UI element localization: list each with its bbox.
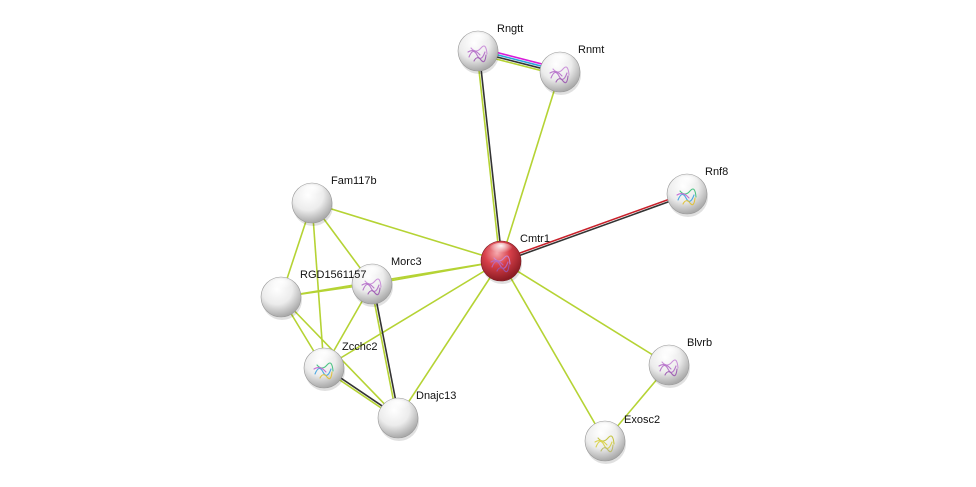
node-highlight [592, 422, 618, 438]
edge-evidence-line [478, 50, 503, 261]
edge-evidence-line [311, 202, 325, 369]
protein-structure-icon [676, 188, 697, 206]
edge-evidence-line [500, 192, 687, 261]
node-highlight [488, 242, 514, 258]
node-label-rnf8: Rnf8 [705, 166, 728, 178]
edge-evidence-line [311, 202, 502, 262]
node-blvrb[interactable]: Blvrb [648, 337, 712, 388]
edge-cmtr1-dnajc13[interactable] [397, 260, 502, 419]
node-highlight [299, 184, 325, 200]
edges-layer [280, 47, 688, 442]
node-zcchc2[interactable]: Zcchc2 [303, 341, 377, 391]
protein-structure-icon [658, 359, 679, 377]
edge-cmtr1-blvrb[interactable] [500, 260, 670, 366]
edge-evidence-line [501, 194, 688, 263]
edge-cmtr1-fam117b[interactable] [311, 202, 502, 262]
node-label-rnmt: Rnmt [578, 44, 604, 56]
node-label-rngtt: Rngtt [497, 23, 523, 35]
edge-rnmt-cmtr1[interactable] [500, 71, 561, 262]
protein-structure-icon [361, 278, 382, 296]
node-highlight [268, 278, 294, 294]
node-label-zcchc2: Zcchc2 [342, 341, 377, 353]
edge-evidence-line [500, 260, 670, 366]
edge-rngtt-cmtr1[interactable] [476, 50, 503, 262]
node-dnajc13[interactable]: Dnajc13 [377, 390, 456, 441]
node-highlight [547, 53, 573, 69]
node-rgd1561157[interactable]: RGD1561157 [260, 269, 366, 320]
node-fam117b[interactable]: Fam117b [291, 175, 377, 226]
node-label-dnajc13: Dnajc13 [416, 390, 456, 402]
edge-evidence-line [500, 71, 561, 262]
node-highlight [674, 175, 700, 191]
node-cmtr1[interactable]: Cmtr1 [480, 233, 550, 284]
edge-evidence-line [323, 260, 502, 369]
edge-evidence-line [372, 283, 400, 418]
node-highlight [656, 346, 682, 362]
edge-evidence-line [370, 284, 398, 419]
node-rnmt[interactable]: Rnmt [539, 44, 604, 95]
edge-cmtr1-rnf8[interactable] [500, 192, 688, 263]
node-label-blvrb: Blvrb [687, 337, 712, 349]
edge-cmtr1-exosc2[interactable] [500, 260, 606, 442]
node-morc3[interactable]: Morc3 [351, 256, 422, 307]
protein-structure-icon [467, 45, 488, 63]
edge-fam117b-zcchc2[interactable] [311, 202, 325, 369]
node-label-exosc2: Exosc2 [624, 414, 660, 426]
edge-morc3-dnajc13[interactable] [370, 283, 400, 419]
node-label-cmtr1: Cmtr1 [520, 233, 550, 245]
node-highlight [465, 32, 491, 48]
edge-evidence-line [500, 260, 606, 442]
edge-evidence-line [397, 260, 502, 419]
node-highlight [311, 349, 337, 365]
node-label-fam117b: Fam117b [331, 175, 377, 187]
nodes-layer: Cmtr1 RngttRnmtRnf8Fam117bMorc3RGD1561157… [260, 23, 728, 464]
protein-structure-icon [549, 66, 570, 84]
edge-evidence-line [476, 51, 501, 262]
node-highlight [359, 265, 385, 281]
node-rngtt[interactable]: Rngtt [457, 23, 523, 74]
protein-structure-icon [594, 435, 615, 453]
node-rnf8[interactable]: Rnf8 [666, 166, 728, 217]
node-label-morc3: Morc3 [391, 256, 422, 268]
protein-structure-icon [313, 362, 334, 380]
protein-structure-icon [490, 255, 511, 273]
edge-cmtr1-zcchc2[interactable] [323, 260, 502, 369]
node-exosc2[interactable]: Exosc2 [584, 414, 660, 464]
node-label-rgd1561157: RGD1561157 [300, 269, 366, 281]
node-highlight [385, 399, 411, 415]
